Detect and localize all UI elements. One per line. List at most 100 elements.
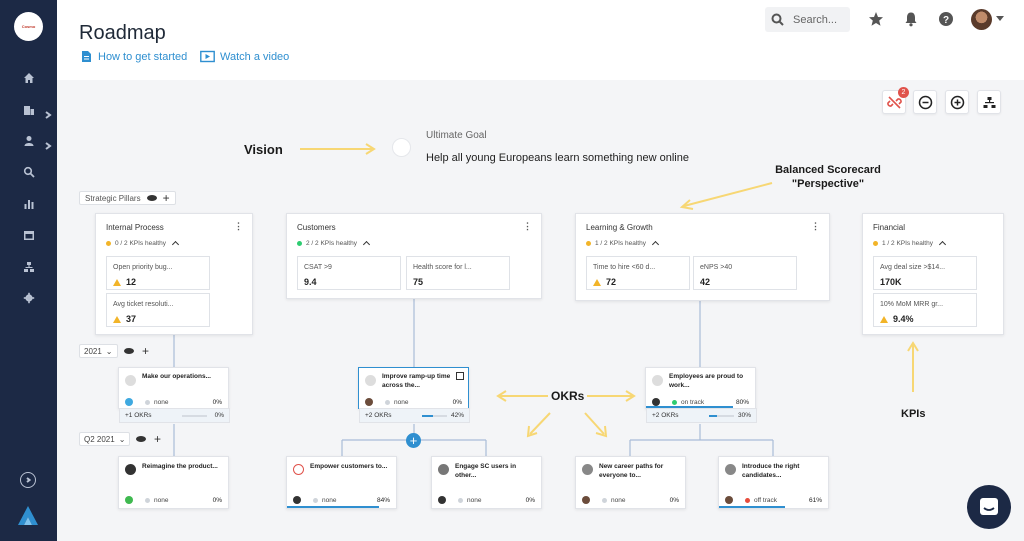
more-menu-icon[interactable]: ⋮ (523, 221, 532, 231)
user-avatar[interactable] (971, 9, 992, 30)
add-okr-button[interactable]: + (406, 433, 421, 448)
owner-avatar (365, 398, 373, 406)
okr-status: none (145, 399, 168, 406)
user-icon[interactable] (0, 131, 57, 151)
building-icon[interactable] (0, 100, 57, 120)
pillar-card-customers[interactable]: Customers ⋮ 2 / 2 KPIs healthy CSAT >9 9… (286, 213, 542, 299)
chevron-down-icon[interactable] (996, 16, 1004, 21)
add-quarter-icon[interactable]: + (154, 432, 162, 446)
external-link-icon[interactable] (456, 372, 464, 380)
zoom-out-button[interactable] (913, 90, 937, 114)
visibility-icon[interactable] (146, 195, 157, 201)
chevron-right-icon[interactable] (44, 137, 52, 150)
okr-percent: 0% (669, 497, 679, 504)
kpi-card[interactable]: eNPS >40 42 (693, 256, 797, 290)
visibility-icon[interactable] (124, 348, 134, 354)
calendar-icon[interactable] (0, 225, 57, 245)
chevron-up-icon[interactable] (171, 240, 179, 249)
kpi-value: 75 (413, 277, 423, 287)
health-dot (297, 241, 302, 246)
search-box[interactable] (765, 7, 850, 32)
zoom-in-icon (950, 95, 964, 109)
expand-sidebar-icon[interactable] (20, 472, 36, 488)
health-text: 2 / 2 KPIs healthy (306, 240, 357, 247)
children-progress-bar (709, 415, 734, 417)
unlink-icon (886, 95, 902, 109)
status-text: none (394, 399, 409, 406)
pillar-health[interactable]: 0 / 2 KPIs healthy (106, 240, 179, 249)
kpi-value-text: 42 (700, 277, 711, 287)
kpi-card[interactable]: CSAT >9 9.4 (297, 256, 401, 290)
add-year-icon[interactable]: + (142, 344, 150, 358)
children-progress-bar (422, 415, 447, 417)
search-icon[interactable] (0, 162, 57, 182)
status-text: none (154, 399, 169, 406)
chevron-right-icon[interactable] (44, 106, 52, 119)
okr-card[interactable]: Improve ramp-up time across the... none … (358, 367, 470, 423)
year-pill[interactable]: 2021 ⌄ (79, 344, 118, 358)
quarter-pill[interactable]: Q2 2021 ⌄ (79, 432, 131, 446)
chat-icon (980, 498, 998, 515)
bell-icon[interactable] (903, 11, 919, 27)
pillar-card-financial[interactable]: Financial 1 / 2 KPIs healthy Avg deal si… (862, 213, 1004, 335)
okr-card[interactable]: Introduce the right candidates... off tr… (718, 456, 829, 509)
brand-icon[interactable] (16, 504, 40, 528)
strategic-pillars-pill[interactable]: Strategic Pillars + (79, 191, 176, 205)
okr-children-toggle[interactable]: +1 OKRs 0% (119, 408, 230, 423)
okr-card[interactable]: Reimagine the product... none 0% (118, 456, 229, 509)
chevron-up-icon[interactable] (362, 240, 370, 249)
bar-chart-icon[interactable] (0, 194, 57, 214)
chevron-down-icon[interactable]: ⌄ (118, 434, 126, 444)
add-pillar-icon[interactable]: + (162, 191, 170, 205)
okr-avatar (725, 464, 736, 475)
okr-card[interactable]: Employees are proud to work... on track … (645, 367, 757, 423)
kpi-value-text: 9.4 (304, 277, 317, 287)
video-icon (200, 50, 215, 63)
chat-button[interactable] (967, 485, 1011, 529)
kpi-value-text: 37 (126, 314, 137, 324)
kpi-card[interactable]: Avg deal size >$14... 170K (873, 256, 977, 290)
search-input[interactable] (793, 13, 848, 26)
help-icon[interactable]: ? (938, 11, 954, 27)
okr-avatar (582, 464, 593, 475)
okr-children-toggle[interactable]: +2 OKRs 30% (646, 408, 757, 423)
okr-card[interactable]: Empower customers to... none 84% (286, 456, 397, 509)
watch-video-link[interactable]: Watch a video (200, 50, 289, 63)
chevron-up-icon[interactable] (938, 240, 946, 249)
kpi-card[interactable]: Avg ticket resoluti... 37 (106, 293, 210, 327)
pillar-card-internal-process[interactable]: Internal Process ⋮ 0 / 2 KPIs healthy Op… (95, 213, 253, 335)
zoom-in-button[interactable] (945, 90, 969, 114)
visibility-icon[interactable] (136, 436, 146, 442)
okr-card[interactable]: Engage SC users in other... none 0% (431, 456, 542, 509)
kpi-name: Avg ticket resoluti... (113, 301, 174, 308)
year-actions: + (120, 344, 153, 358)
org-chart-icon[interactable] (0, 257, 57, 277)
goal-text[interactable]: Help all young Europeans learn something… (426, 152, 689, 164)
okr-card[interactable]: Make our operations... none 0% +1 OKRs 0… (118, 367, 230, 423)
star-icon[interactable] (868, 11, 884, 27)
pillar-health[interactable]: 1 / 2 KPIs healthy (873, 240, 946, 249)
kpi-card[interactable]: Open priority bug... 12 (106, 256, 210, 290)
pillar-card-learning-growth[interactable]: Learning & Growth ⋮ 1 / 2 KPIs healthy T… (575, 213, 830, 301)
okr-children-toggle[interactable]: +2 OKRs 42% (359, 408, 470, 423)
how-to-get-started-link[interactable]: How to get started (80, 50, 187, 63)
health-text: 1 / 2 KPIs healthy (882, 240, 933, 247)
more-menu-icon[interactable]: ⋮ (234, 221, 243, 231)
okr-percent: 0% (452, 399, 462, 406)
pillar-health[interactable]: 1 / 2 KPIs healthy (586, 240, 659, 249)
chevron-up-icon[interactable] (651, 240, 659, 249)
hierarchy-button[interactable] (977, 90, 1001, 114)
gear-icon[interactable] (0, 288, 57, 308)
kpi-card[interactable]: Time to hire <60 d... 72 (586, 256, 690, 290)
hierarchy-icon (983, 96, 995, 108)
balanced-scorecard-annotation: Balanced Scorecard "Perspective" (773, 163, 883, 191)
chevron-down-icon[interactable]: ⌄ (105, 346, 113, 356)
kpi-card[interactable]: Health score for l... 75 (406, 256, 510, 290)
kpis-annotation: KPIs (901, 408, 926, 420)
home-icon[interactable] (0, 68, 57, 88)
company-logo[interactable]: Cosmo (14, 12, 43, 41)
more-menu-icon[interactable]: ⋮ (811, 221, 820, 231)
pillar-health[interactable]: 2 / 2 KPIs healthy (297, 240, 370, 249)
okr-card[interactable]: New career paths for everyone to... none… (575, 456, 686, 509)
kpi-card[interactable]: 10% MoM MRR gr... 9.4% (873, 293, 977, 327)
